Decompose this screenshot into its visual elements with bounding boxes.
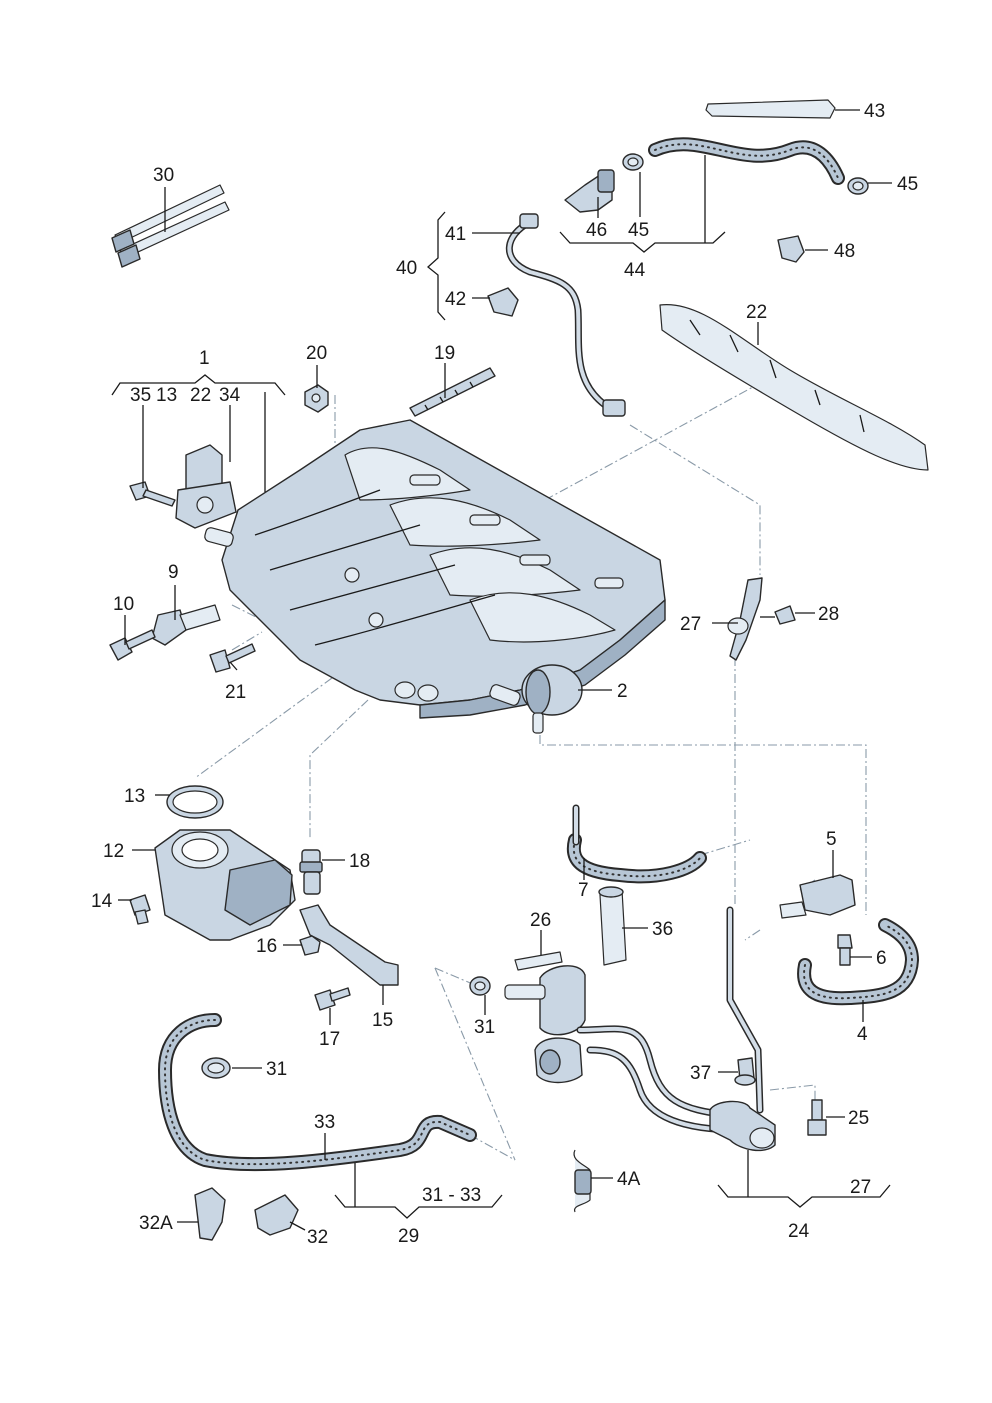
label-35: 35	[130, 385, 151, 406]
label-7: 7	[578, 880, 589, 901]
label-13: 13	[124, 786, 145, 807]
part-31-hose-clip-b	[201, 1057, 231, 1079]
label-20: 20	[306, 343, 327, 364]
label-22: 22	[190, 385, 211, 406]
label-9: 9	[168, 562, 179, 583]
label-31-33: 31 - 33	[422, 1185, 481, 1206]
part-42-clip	[487, 287, 519, 317]
part-4-hose	[797, 918, 919, 1006]
label-36: 36	[652, 919, 673, 940]
part-20-nut	[304, 384, 329, 413]
label-4a: 4A	[617, 1169, 641, 1190]
label-1: 1	[199, 348, 210, 369]
label-13: 13	[156, 385, 177, 406]
label-24: 24	[788, 1221, 810, 1242]
part-16-nut	[299, 935, 321, 956]
part-45-hose-clip-a	[622, 153, 644, 171]
label-21: 21	[225, 682, 246, 703]
part-4a-clip	[573, 1149, 592, 1213]
label-22: 22	[746, 302, 767, 323]
part-37-fastener	[734, 1057, 756, 1086]
label-19: 19	[434, 343, 455, 364]
label-5: 5	[826, 829, 837, 850]
label-17: 17	[319, 1029, 340, 1050]
part-22-gasket	[659, 304, 929, 471]
label-46: 46	[586, 220, 607, 241]
label-28: 28	[818, 604, 839, 625]
leader-lines	[111, 109, 892, 1231]
part-1-intake-manifold	[204, 419, 666, 719]
part-32-clip	[254, 1194, 299, 1236]
part-41-vacuum-line	[505, 213, 626, 417]
label-31: 31	[266, 1059, 287, 1080]
label-37: 37	[690, 1063, 711, 1084]
label-29: 29	[398, 1226, 419, 1247]
label-31: 31	[474, 1017, 495, 1038]
label-27: 27	[680, 614, 701, 635]
label-48: 48	[834, 241, 855, 262]
label-30: 30	[153, 165, 174, 186]
part-5-valve	[779, 874, 856, 919]
label-26: 26	[530, 910, 551, 931]
label-27: 27	[850, 1177, 871, 1198]
part-19-stud	[409, 367, 496, 417]
label-45: 45	[628, 220, 649, 241]
part-30-cable-ties	[111, 184, 230, 268]
label-18: 18	[349, 851, 370, 872]
part-12-throttle-body	[154, 829, 296, 941]
part-10-bolt	[109, 629, 156, 661]
label-44: 44	[624, 260, 646, 281]
label-33: 33	[314, 1112, 335, 1133]
part-9-sensor	[151, 604, 221, 646]
part-31-hose-clip-a	[469, 976, 491, 996]
part-43-heat-shield	[705, 99, 836, 119]
part-25-bolt	[807, 1099, 827, 1136]
part-36-sleeve	[598, 886, 627, 966]
part-48-clip	[777, 235, 805, 263]
part-26-solenoid-valve	[504, 951, 586, 1036]
part-32a-connector	[194, 1187, 226, 1241]
label-32a: 32A	[139, 1213, 173, 1234]
part-33-hose	[158, 1013, 477, 1172]
part-labels: 30 43 45 46 45 44 48 41 40 42 22 1 20 19…	[91, 101, 918, 1248]
label-2: 2	[617, 681, 628, 702]
part-45-hose-clip-b	[847, 177, 869, 195]
label-12: 12	[103, 841, 124, 862]
part-28-screw	[760, 605, 796, 625]
label-42: 42	[445, 289, 466, 310]
part-2-vacuum-unit	[521, 664, 583, 734]
label-32: 32	[307, 1227, 328, 1248]
label-6: 6	[876, 948, 887, 969]
part-18-rubber-mount	[299, 849, 323, 895]
part-6-bolt	[837, 934, 853, 966]
label-45: 45	[897, 174, 918, 195]
part-24-pipe-assembly	[534, 906, 776, 1152]
label-4: 4	[857, 1024, 868, 1045]
label-15: 15	[372, 1010, 393, 1031]
label-10: 10	[113, 594, 134, 615]
part-14-bolt	[129, 894, 151, 925]
part-21-bolt	[209, 643, 256, 673]
label-16: 16	[256, 936, 277, 957]
part-13-o-ring	[166, 785, 224, 819]
label-43: 43	[864, 101, 885, 122]
label-41: 41	[445, 224, 466, 245]
part-34-sensor	[175, 444, 237, 529]
label-14: 14	[91, 891, 113, 912]
part-15-bracket	[299, 904, 399, 986]
part-7-hose	[566, 804, 707, 884]
label-25: 25	[848, 1108, 869, 1129]
part-46-valve	[564, 169, 615, 213]
part-35-screw	[129, 481, 176, 507]
label-34: 34	[219, 385, 241, 406]
part-27-connector	[727, 577, 763, 661]
part-17-bolt	[314, 987, 351, 1011]
label-40: 40	[396, 258, 417, 279]
part-44-hose	[648, 137, 845, 185]
